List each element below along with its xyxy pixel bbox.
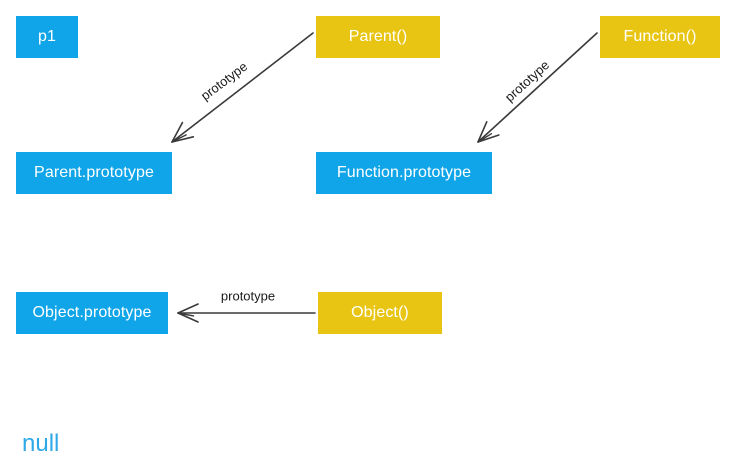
- arrowhead-barb-2: [477, 134, 500, 143]
- edge-label-function-to-function-prototype: prototype: [501, 57, 553, 105]
- node-function_proto[interactable]: Function.prototype: [316, 152, 492, 194]
- node-label: Function(): [623, 28, 697, 45]
- node-label: Object(): [351, 304, 409, 321]
- arrowhead-barb-1: [177, 303, 199, 314]
- arrowhead-barb-inner: [171, 134, 187, 143]
- edge-label-parent-to-parent-prototype: prototype: [197, 58, 251, 104]
- arrowhead-barb-1: [477, 121, 488, 143]
- null-text: null: [22, 430, 60, 457]
- arrowhead-barb-inner: [477, 132, 493, 143]
- node-parent_ctor[interactable]: Parent(): [316, 16, 440, 58]
- node-label: Parent(): [348, 28, 408, 45]
- node-label: Object.prototype: [32, 304, 152, 321]
- edge-label-object-to-object-prototype: prototype: [220, 288, 276, 304]
- arrowhead-barb-1: [171, 121, 184, 143]
- node-label: Parent.prototype: [34, 164, 154, 181]
- arrowhead-barb-2: [171, 136, 195, 143]
- node-parent_proto[interactable]: Parent.prototype: [16, 152, 172, 194]
- node-label: p1: [38, 28, 56, 45]
- node-object_ctor[interactable]: Object(): [318, 292, 442, 334]
- edge-line: [478, 32, 598, 142]
- node-p1[interactable]: p1: [16, 16, 78, 58]
- edge-object-to-object-prototype: [177, 303, 316, 323]
- node-object_proto[interactable]: Object.prototype: [16, 292, 168, 334]
- edge-function-to-function-prototype: [477, 32, 598, 143]
- arrowhead-barb-inner: [177, 312, 195, 317]
- arrowhead-barb-2: [177, 312, 199, 323]
- node-function_ctor[interactable]: Function(): [600, 16, 720, 58]
- edge-line: [172, 32, 314, 142]
- node-label: Function.prototype: [336, 164, 472, 181]
- edge-parent-to-parent-prototype: [171, 32, 314, 143]
